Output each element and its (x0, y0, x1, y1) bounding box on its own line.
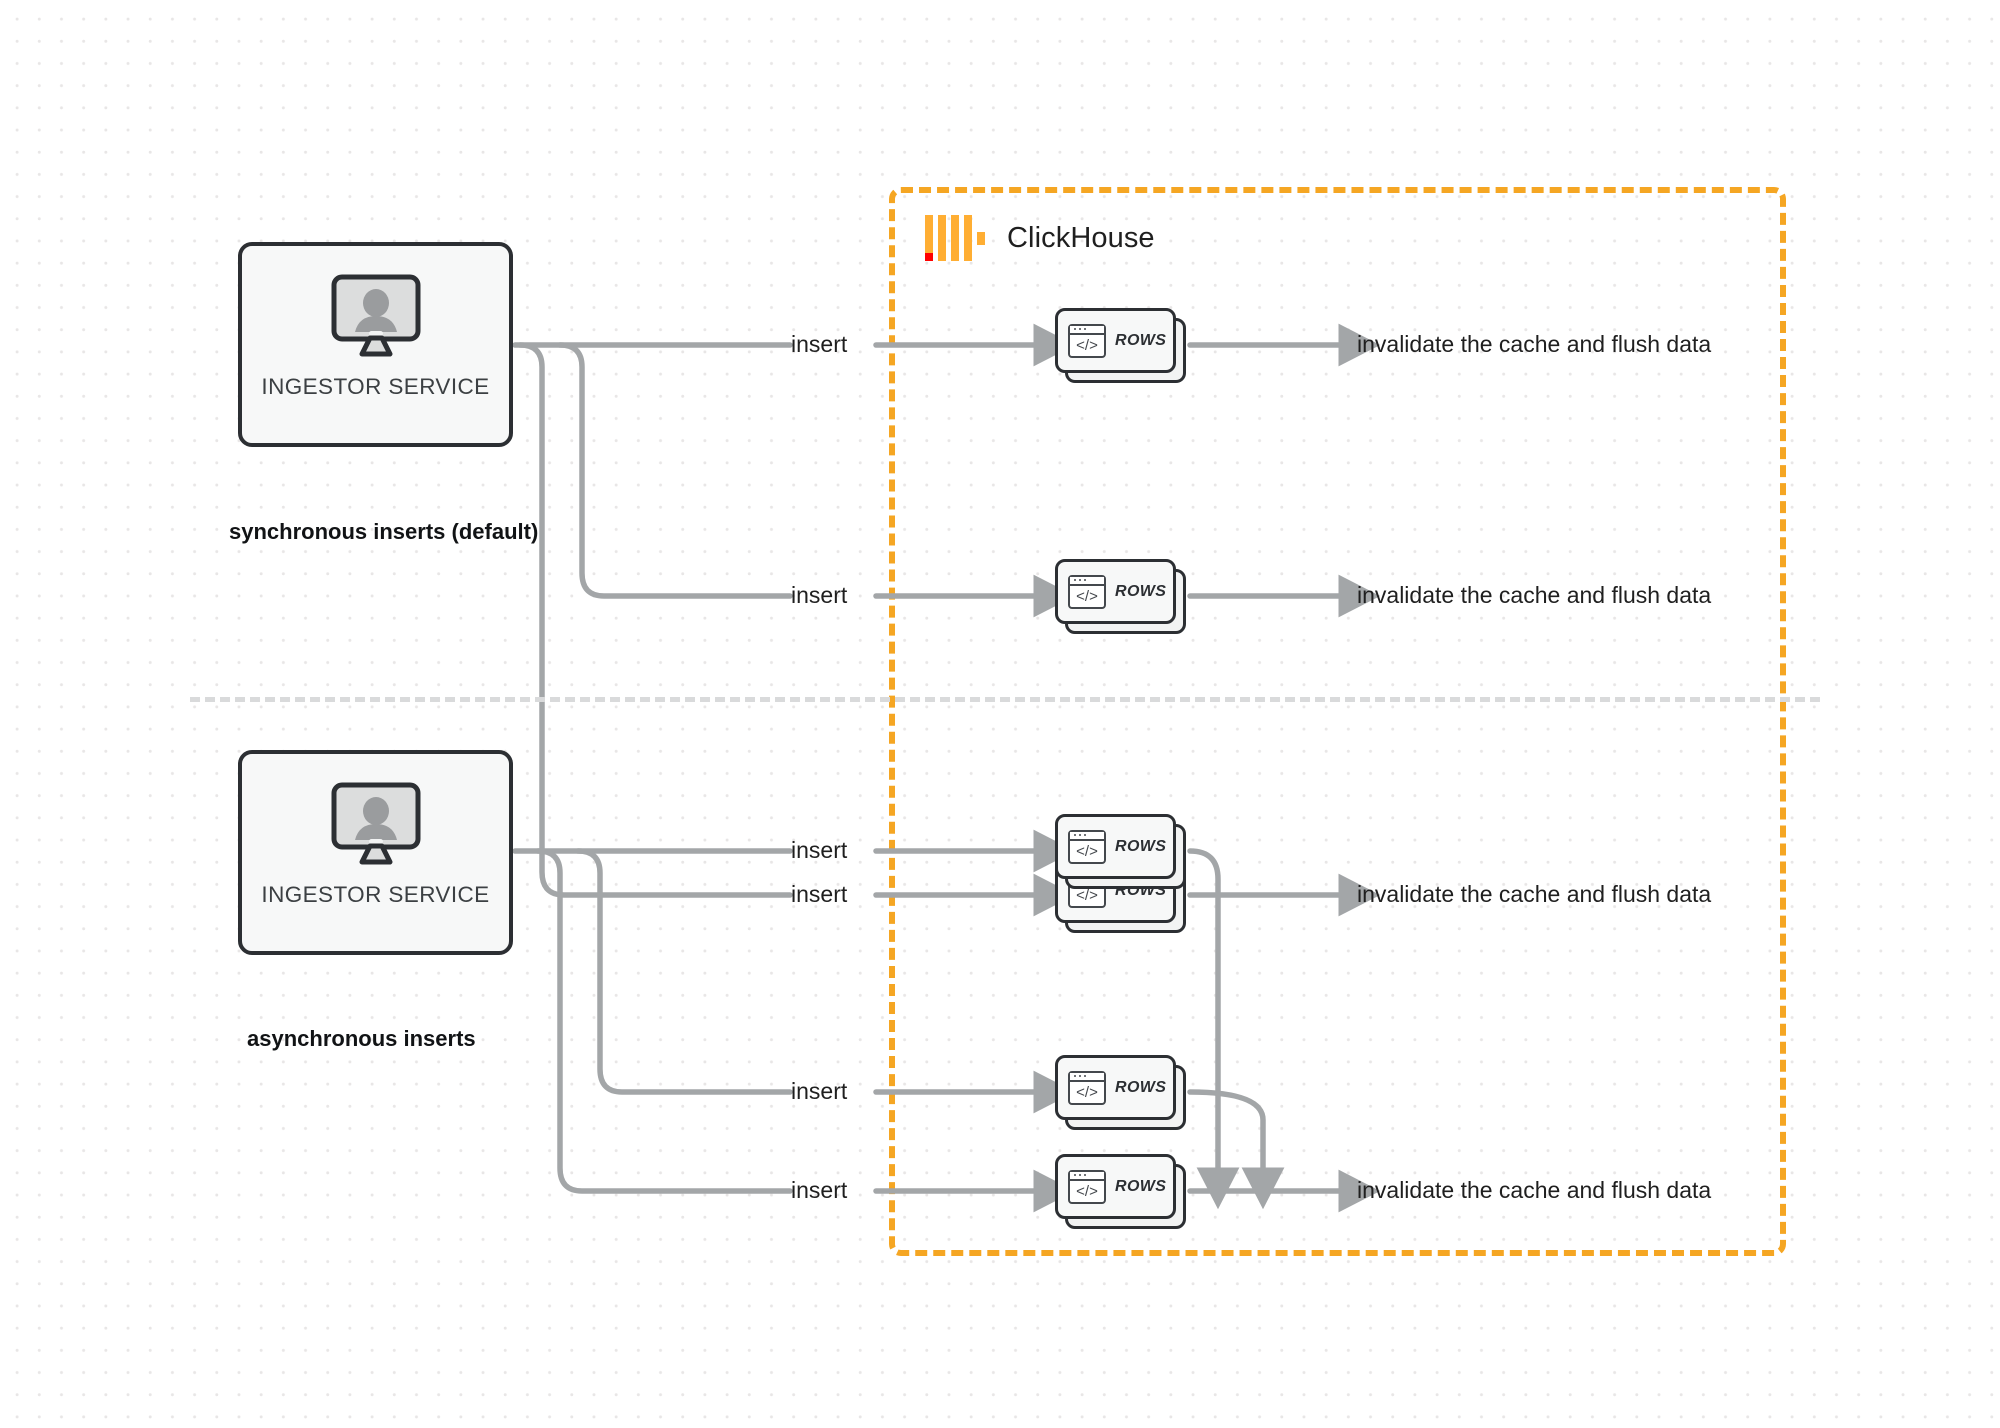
wire-async-merge-from-row1 (1187, 848, 1240, 1210)
edge-label-async-insert-3: insert (791, 1177, 848, 1203)
rows-card-face: </> ROWS (1055, 1154, 1176, 1219)
rows-card-label: ROWS (1115, 1078, 1167, 1096)
wire-async-branch-row2 (575, 848, 793, 1095)
code-glyph: </> (1076, 336, 1098, 354)
edge-label-sync-insert-1: insert (791, 331, 848, 357)
monitor-user-icon (328, 782, 424, 866)
wire-async-merge-from-row2 (1187, 1089, 1285, 1210)
caption-asynchronous: asynchronous inserts (247, 1026, 476, 1051)
code-window-icon: </> (1068, 574, 1106, 609)
clickhouse-wordmark: ClickHouse (1007, 221, 1155, 254)
code-glyph: </> (1076, 587, 1098, 605)
outcome-label-sync-1: invalidate the cache and flush data (1357, 331, 1712, 357)
edge-label-sync-insert-3: insert (791, 881, 848, 907)
clickhouse-boundary (889, 187, 1786, 1256)
rows-card-label: ROWS (1115, 1177, 1167, 1195)
monitor-user-icon (328, 274, 424, 358)
outcome-label-async: invalidate the cache and flush data (1357, 1177, 1712, 1203)
rows-card-face: </> ROWS (1055, 814, 1176, 879)
section-divider (190, 697, 1820, 702)
clickhouse-brand: ClickHouse (925, 215, 1155, 261)
rows-card-sync-2[interactable]: </> ROWS (1055, 559, 1186, 634)
rows-card-label: ROWS (1115, 331, 1167, 349)
code-glyph: </> (1076, 1182, 1098, 1200)
code-glyph: </> (1076, 842, 1098, 860)
code-window-icon: </> (1068, 1070, 1106, 1105)
edge-label-sync-insert-2: insert (791, 582, 848, 608)
rows-card-label: ROWS (1115, 582, 1167, 600)
code-window-icon: </> (1068, 323, 1106, 358)
ingestor-service-label-sync: INGESTOR SERVICE (261, 374, 490, 399)
rows-card-async-1[interactable]: </> ROWS (1055, 814, 1186, 889)
rows-card-face: </> ROWS (1055, 308, 1176, 373)
ingestor-service-async[interactable]: INGESTOR SERVICE (238, 750, 513, 955)
code-glyph: </> (1076, 886, 1098, 904)
ingestor-service-sync[interactable]: INGESTOR SERVICE (238, 242, 513, 447)
rows-card-face: </> ROWS (1055, 1055, 1176, 1120)
edge-label-async-insert-1: insert (791, 837, 848, 863)
wire-sync-branch-row3 (517, 342, 793, 898)
edge-label-async-insert-2: insert (791, 1078, 848, 1104)
ingestor-service-label-async: INGESTOR SERVICE (261, 882, 490, 907)
outcome-label-sync-3: invalidate the cache and flush data (1357, 881, 1712, 907)
outcome-label-sync-2: invalidate the cache and flush data (1357, 582, 1712, 608)
rows-card-face: </> ROWS (1055, 559, 1176, 624)
code-window-icon: </> (1068, 1169, 1106, 1204)
code-glyph: </> (1076, 1083, 1098, 1101)
clickhouse-logo-icon (925, 215, 985, 261)
rows-card-async-2[interactable]: </> ROWS (1055, 1055, 1186, 1130)
rows-card-async-3[interactable]: </> ROWS (1055, 1154, 1186, 1229)
wire-sync-branch-row2 (557, 342, 793, 599)
code-window-icon: </> (1068, 829, 1106, 864)
rows-card-sync-1[interactable]: </> ROWS (1055, 308, 1186, 383)
rows-card-label: ROWS (1115, 837, 1167, 855)
wire-async-branch-row3 (535, 848, 793, 1194)
caption-synchronous: synchronous inserts (default) (229, 519, 539, 544)
